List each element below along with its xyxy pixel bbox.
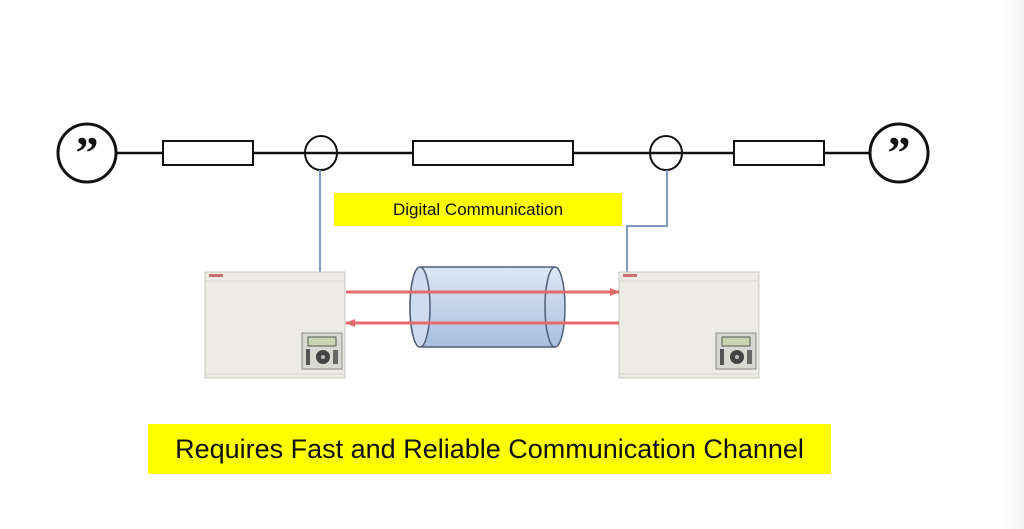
source-right: ” <box>868 122 930 184</box>
relay-left-key-column <box>306 349 310 365</box>
channel-cylinder-left-end <box>409 266 431 348</box>
impedance-left <box>162 140 254 166</box>
relay-left-display <box>307 336 337 347</box>
relay-right-navigation-center <box>735 355 739 359</box>
relay-right-keys <box>747 350 752 364</box>
relay-left-navigation-center <box>321 355 325 359</box>
relay-right-key-column <box>720 349 724 365</box>
relay-right <box>618 271 760 379</box>
channel-cylinder-body <box>409 266 566 348</box>
source-left-circle <box>56 122 118 184</box>
source-left: ” <box>56 122 118 184</box>
impedance-right <box>733 140 825 166</box>
right-edge-shade <box>1002 0 1024 529</box>
channel-cylinder-right-rim <box>544 266 556 348</box>
communication-channel <box>409 266 566 348</box>
relay-right-brand-mark <box>623 274 637 277</box>
caption-banner: Requires Fast and Reliable Communication… <box>148 424 831 474</box>
digital-communication-label: Digital Communication <box>334 193 622 226</box>
relay-left-brand-mark <box>209 274 223 277</box>
source-right-circle <box>868 122 930 184</box>
source-left-symbol: ” <box>76 127 99 178</box>
ct-wire-right <box>626 170 668 272</box>
impedance-middle <box>412 140 574 166</box>
relay-left <box>204 271 346 379</box>
relay-left-keys <box>333 350 338 364</box>
relay-right-display <box>721 336 751 347</box>
source-right-symbol: ” <box>888 127 911 178</box>
